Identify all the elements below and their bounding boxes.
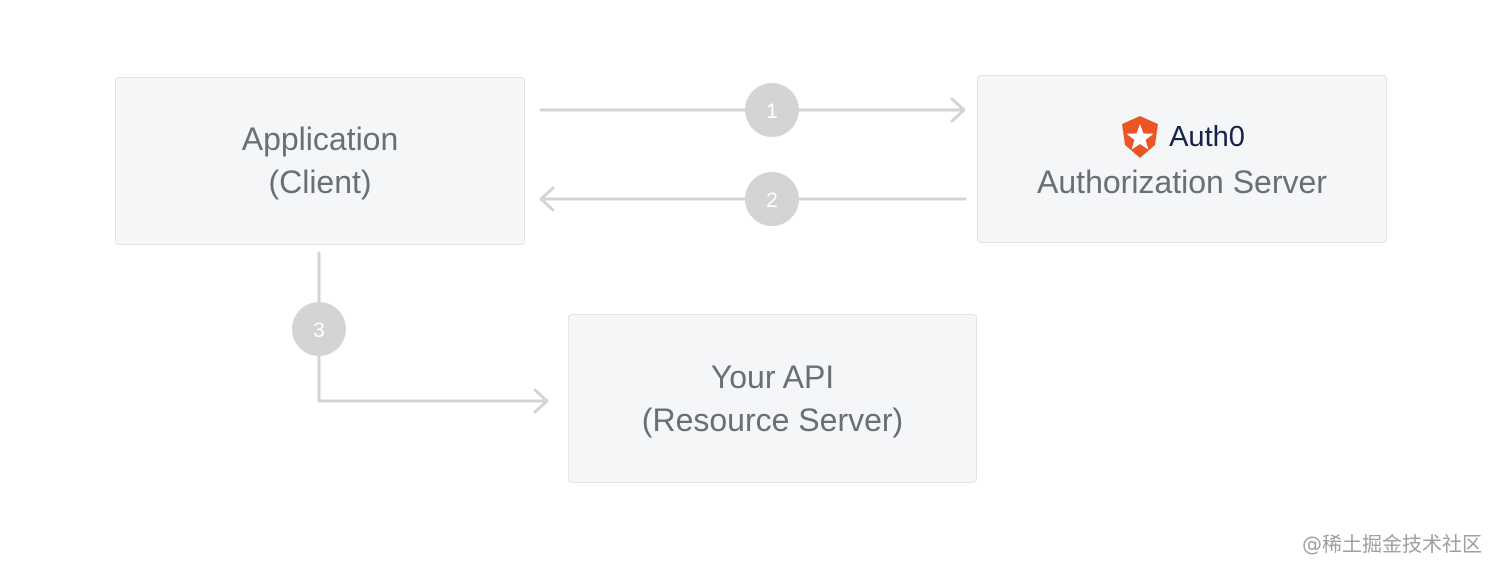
application-subtitle: (Client) xyxy=(268,164,372,200)
resource-server-node: Your API (Resource Server) xyxy=(568,314,977,483)
api-subtitle: (Resource Server) xyxy=(641,401,904,438)
application-client-node: Application (Client) xyxy=(115,77,525,245)
step-2-badge: 2 xyxy=(745,172,799,226)
authorization-server-node: Auth0 Authorization Server xyxy=(977,75,1387,243)
arrow-1-head xyxy=(950,97,966,123)
watermark: @稀土掘金技术社区 xyxy=(1302,532,1482,556)
arrow-3-head xyxy=(533,388,549,414)
api-title: Your API xyxy=(710,358,835,395)
step-1-label: 1 xyxy=(766,100,778,123)
auth0-shield-icon xyxy=(1122,115,1159,158)
auth0-brand: Auth0 xyxy=(1119,115,1245,159)
step-1-badge: 1 xyxy=(745,83,799,137)
step-2-label: 2 xyxy=(766,189,778,212)
step-3-label: 3 xyxy=(313,319,325,342)
arrow-2-head xyxy=(539,186,555,212)
auth0-wordmark: Auth0 xyxy=(1169,120,1245,153)
arrow-3-line xyxy=(317,251,548,403)
step-3-badge: 3 xyxy=(292,302,346,356)
application-title: Application xyxy=(241,121,399,157)
authorization-server-title: Authorization Server xyxy=(1037,163,1327,200)
